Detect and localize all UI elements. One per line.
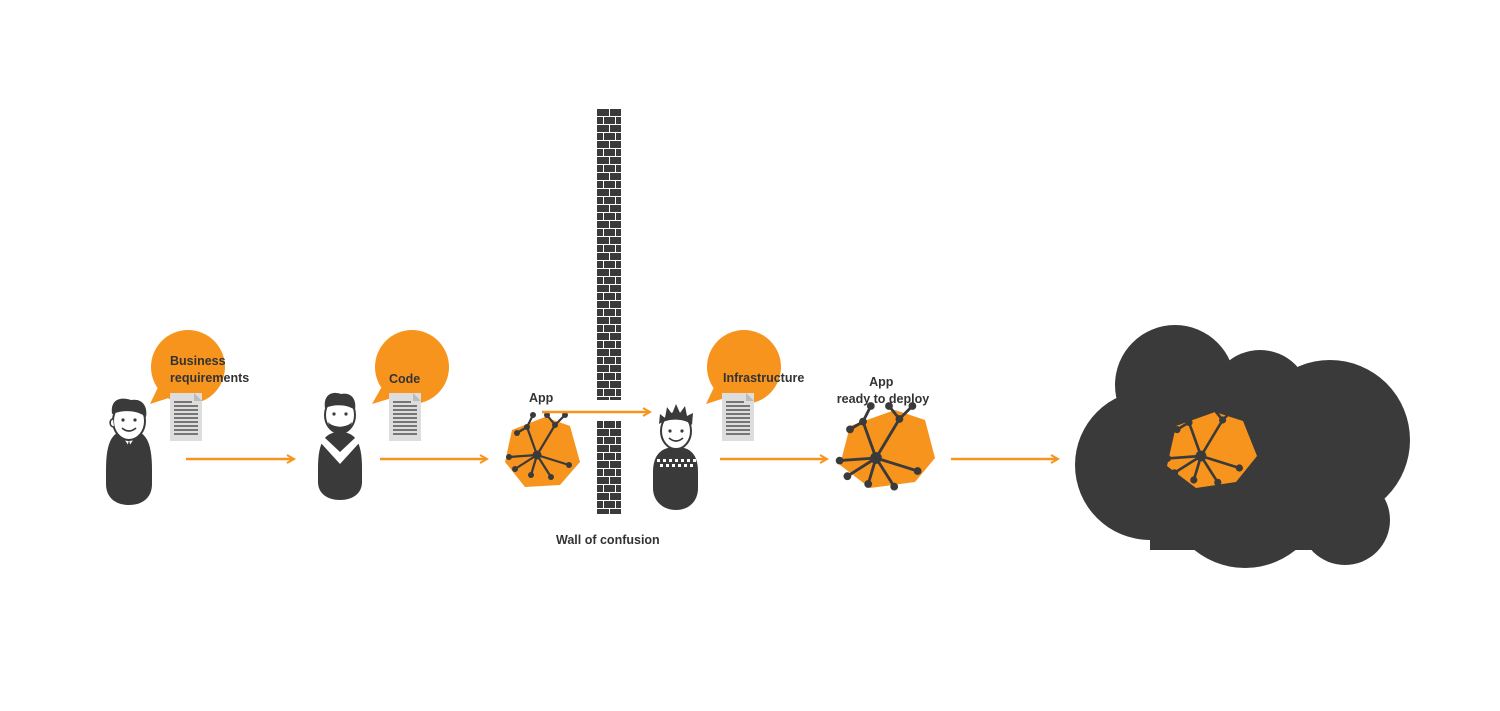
developer-icon — [318, 392, 362, 500]
speech-bubble-business — [150, 330, 225, 404]
ops-person-icon — [653, 404, 698, 510]
business-requirements-label: Business requirements — [170, 354, 249, 385]
speech-bubble-code — [372, 330, 449, 404]
app-network-icon — [504, 410, 580, 487]
wall-of-confusion-label: Wall of confusion — [556, 533, 660, 547]
business-person-icon — [106, 398, 152, 505]
infrastructure-label: Infrastructure — [723, 371, 804, 385]
document-icon — [721, 392, 755, 442]
speech-bubble-infrastructure — [706, 330, 781, 404]
brick-wall-icon — [597, 108, 621, 514]
app-label: App — [529, 391, 554, 405]
code-label: Code — [389, 372, 420, 386]
app-ready-label: App ready to deploy — [837, 375, 929, 406]
app-network-icon — [834, 400, 935, 492]
document-icon — [388, 392, 422, 442]
app-network-icon — [1162, 403, 1257, 488]
document-icon — [169, 392, 203, 442]
